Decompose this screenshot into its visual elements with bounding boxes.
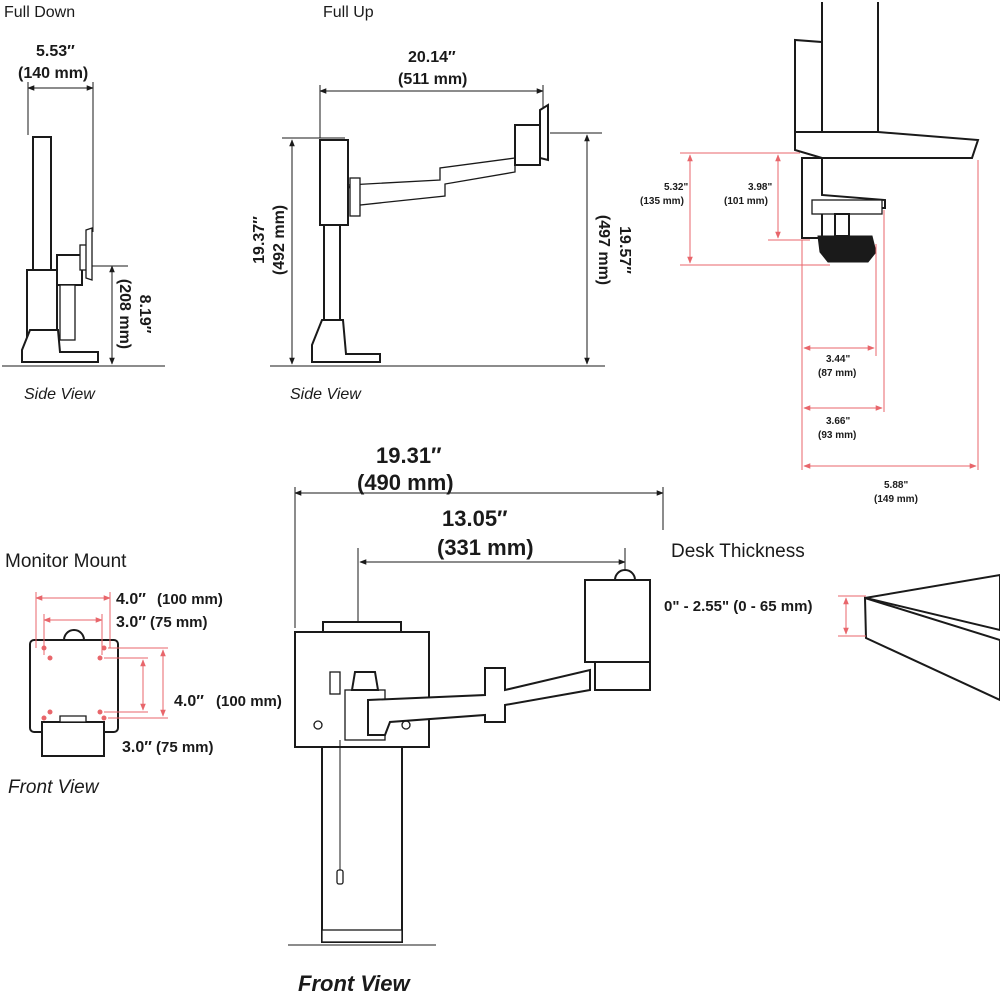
desk-thickness-view: Desk Thickness 0" - 2.55" (0 - 65 mm) [664, 541, 1000, 702]
front-arm-mm: (331 mm) [437, 535, 534, 560]
full-down-height-in: 8.19″ [136, 295, 153, 334]
clamp-d1-in: 5.32" [664, 182, 688, 193]
front-view: 19.31″ (490 mm) 13.05″ (331 mm) [288, 443, 664, 996]
stand-drawing [21, 136, 99, 363]
clamp-d3-in: 3.44" [826, 354, 850, 365]
mount-side-outer-mm: (100 mm) [216, 693, 282, 710]
full-down-width-in: 5.53″ [36, 43, 75, 60]
full-down-title: Full Down [4, 4, 75, 21]
full-up-caption: Side View [290, 386, 362, 403]
clamp-d2-in: 3.98" [748, 182, 772, 193]
mount-top-inner-in: 3.0″ [116, 614, 146, 631]
full-up-left-height-in: 19.37″ [251, 216, 268, 264]
mount-side-inner-mm: (75 mm) [156, 739, 214, 756]
clamp-d4-in: 3.66" [826, 416, 850, 427]
full-up-reach-in: 20.14″ [408, 49, 456, 66]
monitor-mount-title: Monitor Mount [5, 551, 127, 572]
mount-top-outer-in: 4.0″ [116, 591, 146, 608]
vesa-hole [97, 655, 103, 661]
clamp-d2-mm: (101 mm) [724, 196, 768, 207]
front-view-caption: Front View [298, 971, 412, 996]
clamp-d4-mm: (93 mm) [818, 430, 856, 441]
desk-drawing [863, 573, 1000, 702]
stand-front-drawing [288, 569, 651, 946]
full-down-width-mm: (140 mm) [18, 65, 88, 82]
side-view-full-up: Full Up 20.14″ (511 mm) 19.37″ (492 mm) … [251, 4, 633, 403]
mount-side-outer-in: 4.0″ [174, 693, 204, 710]
vesa-hole [101, 645, 107, 651]
full-down-caption: Side View [24, 386, 96, 403]
vesa-hole [47, 655, 53, 661]
monitor-mount-view: Monitor Mount 4.0″ (100 mm) 3.0″ (75 mm) [5, 551, 282, 798]
vesa-hole [97, 709, 103, 715]
clamp-drawing [794, 2, 980, 263]
vesa-hole [47, 709, 53, 715]
mount-side-inner-in: 3.0″ [122, 739, 152, 756]
front-total-in: 19.31″ [376, 443, 442, 468]
vesa-hole [101, 715, 107, 721]
full-down-height-mm: (208 mm) [116, 279, 133, 349]
full-up-right-height-in: 19.57″ [616, 226, 633, 274]
desk-thickness-title: Desk Thickness [671, 541, 805, 562]
full-up-title: Full Up [323, 4, 374, 21]
side-view-full-down: Full Down 5.53″ (140 mm) 8.19″ (208 mm) … [2, 4, 165, 403]
vesa-hole [41, 715, 47, 721]
mount-top-outer-mm: (100 mm) [157, 591, 223, 608]
front-arm-in: 13.05″ [442, 506, 508, 531]
desk-thickness-range: 0" - 2.55" (0 - 65 mm) [664, 598, 812, 615]
full-up-right-height-mm: (497 mm) [595, 215, 612, 285]
clamp-d3-mm: (87 mm) [818, 368, 856, 379]
full-up-left-height-mm: (492 mm) [271, 205, 288, 275]
clamp-d5-in: 5.88" [884, 480, 908, 491]
mount-plate-drawing [29, 629, 119, 757]
stand-drawing [311, 103, 549, 363]
clamp-d1-mm: (135 mm) [640, 196, 684, 207]
front-total-mm: (490 mm) [357, 470, 454, 495]
mount-top-inner-mm: (75 mm) [150, 614, 208, 631]
full-up-reach-mm: (511 mm) [398, 71, 467, 88]
clamp-detail: 5.32" (135 mm) 3.98" (101 mm) 3.44" (87 … [640, 2, 980, 505]
monitor-mount-caption: Front View [8, 777, 100, 798]
clamp-d5-mm: (149 mm) [874, 494, 918, 505]
